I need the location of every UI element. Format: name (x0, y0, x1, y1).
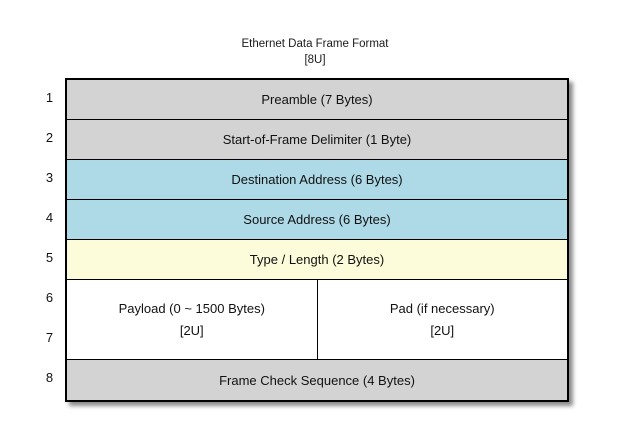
row-type-length: Type / Length (2 Bytes) (67, 240, 567, 280)
row-destination-address-label: Destination Address (6 Bytes) (231, 172, 403, 187)
cell-payload-units: [2U] (179, 323, 204, 338)
row-number: 8 (45, 370, 54, 385)
row-sfd-label: Start-of-Frame Delimiter (1 Byte) (222, 132, 412, 147)
row-type-length-label: Type / Length (2 Bytes) (249, 252, 385, 267)
row-fcs-label: Frame Check Sequence (4 Bytes) (219, 372, 415, 388)
row-number: 2 (45, 130, 54, 145)
row-source-address: Source Address (6 Bytes) (67, 200, 567, 240)
row-number: 1 (45, 90, 54, 105)
row-source-address-label: Source Address (6 Bytes) (243, 212, 391, 227)
row-number: 3 (45, 170, 54, 185)
cell-payload-label: Payload (0 ~ 1500 Bytes) (118, 301, 265, 316)
cell-pad: Pad (if necessary) [2U] (318, 280, 568, 359)
row-payload-pad: Payload (0 ~ 1500 Bytes) [2U] Pad (if ne… (67, 280, 567, 360)
diagram-title: Ethernet Data Frame Format (241, 38, 389, 50)
diagram-subtitle: [8U] (304, 54, 326, 66)
row-preamble-label: Preamble (7 Bytes) (261, 92, 373, 107)
row-preamble: Preamble (7 Bytes) (67, 80, 567, 120)
row-start-of-frame-delimiter: Start-of-Frame Delimiter (1 Byte) (67, 120, 567, 160)
row-number: 7 (45, 330, 54, 345)
row-number-column: 1 2 3 4 5 6 7 8 (34, 78, 65, 402)
frame-table: Preamble (7 Bytes) Start-of-Frame Delimi… (65, 78, 569, 402)
cell-pad-units: [2U] (430, 323, 455, 338)
diagram-title-block: Ethernet Data Frame Format [8U] (65, 36, 565, 68)
frame-diagram: 1 2 3 4 5 6 7 8 Preamble (7 Bytes) Start… (34, 78, 569, 402)
row-number: 5 (45, 250, 54, 265)
cell-payload: Payload (0 ~ 1500 Bytes) [2U] (67, 280, 318, 359)
cell-pad-label: Pad (if necessary) (389, 301, 495, 316)
row-destination-address: Destination Address (6 Bytes) (67, 160, 567, 200)
row-number: 6 (45, 290, 54, 305)
row-frame-check-sequence: Frame Check Sequence (4 Bytes) (67, 360, 567, 400)
row-number: 4 (45, 210, 54, 225)
